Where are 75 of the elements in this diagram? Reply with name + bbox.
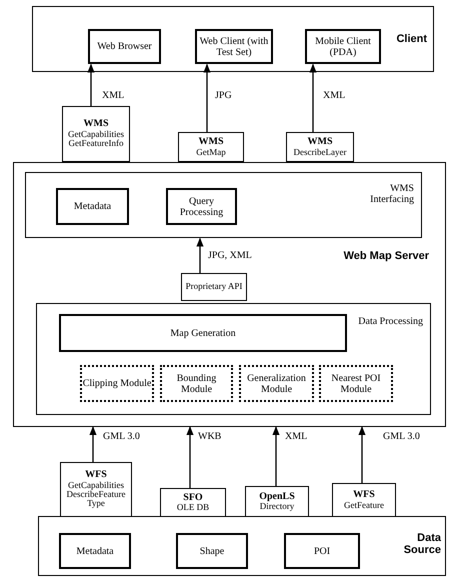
interface-box	[160, 488, 226, 517]
container-box	[38, 516, 446, 576]
edge-label: GML 3.0	[102, 431, 141, 442]
protocol-name: WMS	[84, 119, 108, 130]
operation-text: DescribeLayer	[294, 148, 346, 157]
container-box	[25, 172, 422, 238]
process-box	[88, 29, 161, 64]
edge-label: JPG	[214, 90, 233, 101]
box-label: Nearest POI Module	[330, 372, 382, 394]
box-label: Bounding Module	[176, 372, 218, 394]
protocol-name: WMS	[198, 137, 224, 148]
edge-label: XML	[322, 90, 346, 101]
box-label: Shape	[200, 546, 224, 556]
box-label: Mobile Client (PDA)	[314, 36, 372, 58]
module-box	[239, 365, 314, 402]
container-box	[13, 162, 446, 427]
section-title: Data Processing	[357, 316, 423, 327]
process-box	[56, 188, 129, 225]
box-label: Query Processing	[178, 196, 224, 218]
arrow	[272, 426, 280, 486]
section-title: Data Source	[402, 532, 441, 556]
process-box	[59, 314, 347, 352]
interface-box	[332, 483, 396, 517]
box-label: Clipping Module	[82, 378, 152, 389]
protocol-name: WFS	[353, 490, 375, 501]
interface-box	[286, 132, 354, 162]
section-title: Client	[395, 33, 427, 46]
arrow	[196, 238, 204, 274]
arrow	[89, 426, 97, 462]
interface-box	[62, 106, 130, 162]
interface-box	[60, 462, 132, 517]
operation-text: GetCapabilities DescribeFeature Type	[66, 480, 126, 509]
arrow	[309, 64, 317, 132]
arrow	[87, 64, 95, 106]
interface-box	[245, 486, 309, 517]
operation-text: Directory	[260, 502, 294, 512]
edge-label: XML	[101, 90, 126, 101]
box-label: Generalization Module	[246, 372, 307, 394]
edge-label: GML 3.0	[382, 431, 421, 442]
arrow	[203, 64, 211, 132]
operation-text: GetMap	[196, 148, 226, 157]
box-label: Metadata	[76, 546, 114, 556]
module-box	[319, 365, 393, 402]
box-label: POI	[314, 546, 330, 556]
box-label: Web Browser	[97, 41, 152, 52]
module-box	[160, 365, 233, 402]
protocol-name: OpenLS	[259, 492, 295, 502]
process-box	[59, 533, 131, 569]
section-title: Web Map Server	[342, 250, 429, 262]
edge-label: XML	[284, 431, 308, 442]
process-box	[195, 29, 273, 64]
protocol-name: WMS	[308, 137, 332, 148]
edge-label: WKB	[197, 431, 222, 442]
process-box	[176, 533, 248, 569]
operation-text: GetFeature	[344, 500, 384, 510]
process-box	[305, 29, 381, 64]
box-label: Map Generation	[170, 328, 236, 338]
section-title: WMS Interfacing	[369, 183, 414, 205]
process-box	[284, 533, 360, 569]
box-label: Metadata	[74, 201, 112, 212]
box-label: Web Client (with Test Set)	[198, 36, 270, 58]
process-box	[166, 188, 237, 225]
arrow	[186, 426, 194, 488]
protocol-name: WFS	[85, 470, 107, 481]
box-label: Proprietary API	[186, 282, 242, 292]
operation-text: OLE DB	[176, 503, 210, 512]
container-box	[36, 303, 431, 415]
edge-label: JPG, XML	[207, 250, 253, 261]
operation-text: GetCapabilities GetFeatureInfo	[67, 130, 125, 149]
module-box	[80, 365, 154, 402]
arrow	[358, 426, 366, 483]
interface-box	[178, 132, 244, 162]
interface-box	[181, 273, 247, 301]
container-box	[32, 6, 434, 72]
protocol-name: SFO	[183, 492, 203, 504]
